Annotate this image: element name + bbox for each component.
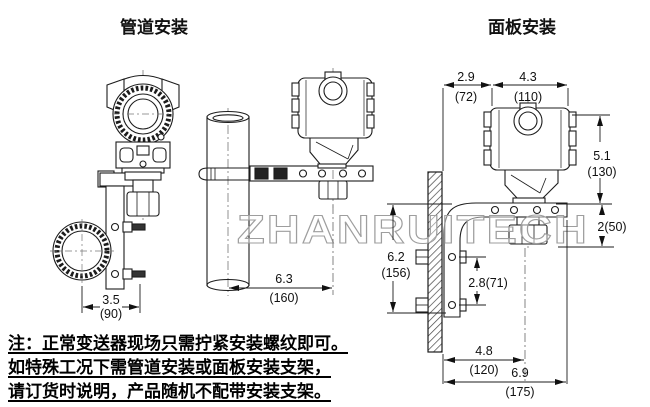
dim-panel-gap-inch: 2.9 [457, 70, 474, 84]
note-line-3-text: 请订货时说明，产品随机不配带安装支架。 [8, 382, 331, 401]
dim-housing-height-inch: 5.1 [593, 149, 610, 163]
dim-clamp-width-mm: (90) [100, 307, 122, 321]
note-line-2: 如特殊工况下需管道安装或面板安装支架， [8, 353, 378, 378]
pipe-mount-title: 管道安装 [120, 18, 188, 37]
dim-housing-height-mm: (130) [587, 165, 616, 179]
note-line-3: 请订货时说明，产品随机不配带安装支架。 [8, 377, 378, 402]
dim-arm-to-connection: 2(50) [597, 220, 626, 234]
pipe-mount-side-view [198, 68, 375, 296]
panel-mount-title: 面板安装 [488, 18, 556, 37]
dim-panel-to-edge-mm: (175) [505, 385, 534, 399]
dim-bracket-height-inch: 6.2 [387, 250, 404, 264]
note-line-1: 注：正常变送器现场只需拧紧安装螺纹即可。 [8, 329, 378, 354]
dim-clamp-width-inch: 3.5 [102, 293, 119, 307]
dim-panel-to-connection-inch: 4.8 [475, 344, 492, 358]
dim-housing-width-mm: (110) [514, 90, 542, 104]
dim-bolt-spacing: 2.8(71) [468, 276, 508, 290]
note-line-2-text: 如特殊工况下需管道安装或面板安装支架， [8, 358, 331, 377]
dim-pipe-to-center-mm: (160) [269, 291, 298, 305]
note-line-1-text: 注：正常变送器现场只需拧紧安装螺纹即可。 [8, 334, 348, 353]
pipe-mount-front-view [50, 70, 180, 290]
dim-bracket-height-mm: (156) [381, 266, 410, 280]
panel-mount-view [415, 98, 577, 353]
dimension-labels: 3.5 (90) 6.3 (160) 2.9 (72) 4.3 (110) 5.… [100, 70, 627, 399]
dim-panel-gap-mm: (72) [455, 90, 477, 104]
dim-panel-to-connection-mm: (120) [469, 363, 498, 377]
dim-pipe-to-center-inch: 6.3 [275, 272, 292, 286]
watermark-text: ZHANRUITECH [237, 208, 589, 252]
dim-housing-width-inch: 4.3 [519, 70, 536, 84]
dim-panel-to-edge-inch: 6.9 [511, 366, 528, 380]
dimension-lines [81, 82, 614, 385]
